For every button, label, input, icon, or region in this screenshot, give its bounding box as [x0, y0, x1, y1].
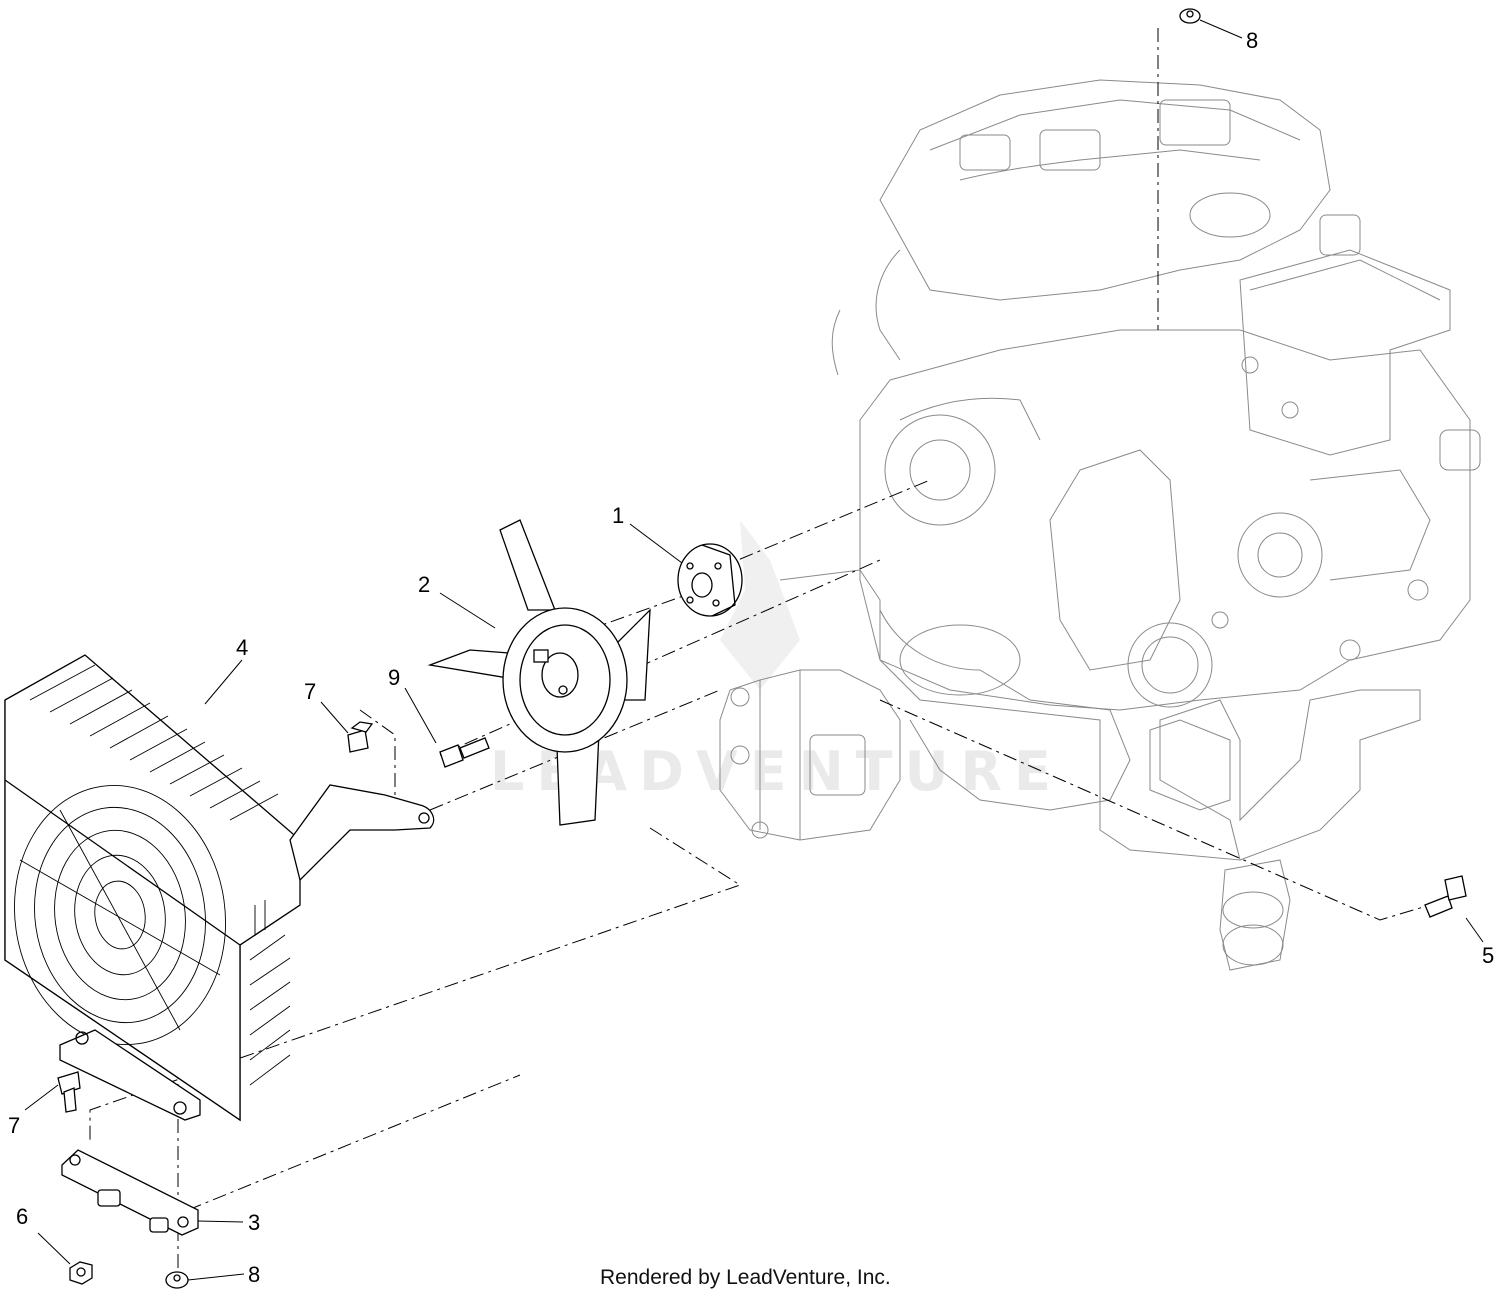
callout-4: 4	[236, 635, 248, 660]
part-5-bolt	[1424, 875, 1467, 918]
callout-8-upper: 8	[1246, 28, 1258, 53]
callout-2: 2	[418, 572, 430, 597]
callout-6: 6	[16, 1204, 28, 1229]
part-1-spacer	[677, 543, 743, 617]
callout-1: 1	[612, 503, 624, 528]
callout-9: 9	[388, 665, 400, 690]
part-3-bracket	[61, 1149, 199, 1236]
callout-7-upper: 7	[304, 679, 316, 704]
callout-5: 5	[1482, 943, 1494, 968]
callout-3: 3	[248, 1210, 260, 1235]
part-7-bolt-lower	[57, 1071, 81, 1113]
leader-lines	[24, 19, 1484, 1281]
callout-7-lower: 7	[8, 1113, 20, 1138]
part-6-nut	[69, 1261, 93, 1285]
part-7-bolt-upper	[347, 721, 374, 753]
engine-assembly	[719, 79, 1481, 971]
part-9-bolt	[439, 737, 490, 768]
part-2-fan	[427, 519, 651, 826]
callout-8-lower: 8	[248, 1262, 260, 1287]
part-4-fan-guard	[4, 654, 435, 1122]
callouts: 1 2 3 4 5 6 7 7 8 8 9	[8, 28, 1494, 1287]
part-8-nut-upper	[1179, 8, 1201, 24]
footer-credit: Rendered by LeadVenture, Inc.	[600, 1266, 891, 1289]
part-8-nut-lower	[165, 1271, 189, 1289]
